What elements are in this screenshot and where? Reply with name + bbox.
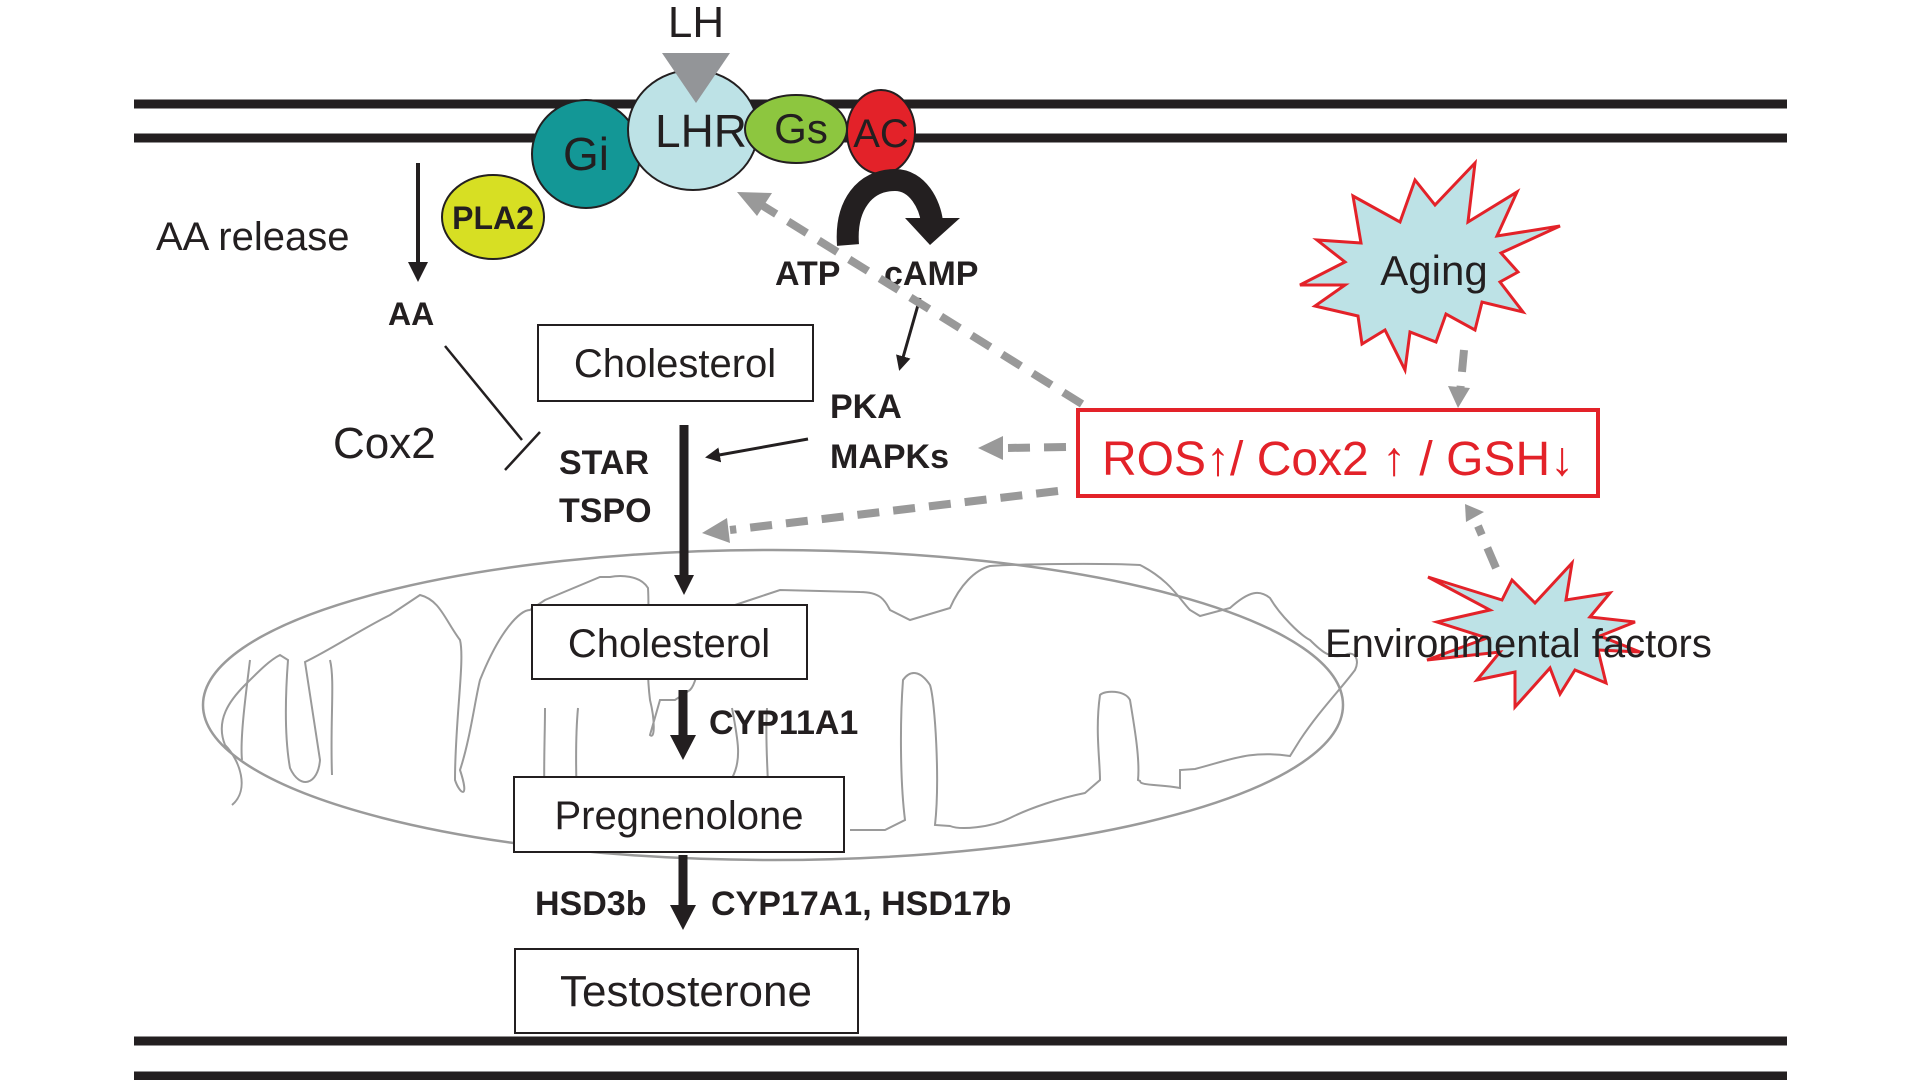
mitochondrion-outer-membrane xyxy=(201,548,1345,862)
camp-to-pka-arrow xyxy=(896,297,922,371)
mapks-label: MAPKs xyxy=(830,438,949,476)
lh-triangle-icon xyxy=(662,53,730,103)
environmental-factors-label: Environmental factors xyxy=(1325,622,1712,666)
arrowhead-icon xyxy=(1448,386,1470,408)
cox2-label: Cox2 xyxy=(333,419,436,468)
plasma-membrane-top xyxy=(134,99,1787,143)
atp-to-camp-curved-arrow xyxy=(836,168,943,246)
aging-to-ros-dashed-arrow xyxy=(1456,349,1468,394)
curved-arrowhead-icon xyxy=(905,218,960,245)
mitochondrion-cristae xyxy=(240,659,769,821)
pla2-label: PLA2 xyxy=(452,200,534,236)
plasma-membrane-bottom xyxy=(134,1036,1787,1080)
arrowhead-icon xyxy=(702,518,730,543)
aa-release-label: AA release xyxy=(156,215,349,259)
aa-label: AA xyxy=(388,296,434,332)
mitochondrion-cristae xyxy=(220,562,1358,831)
ros-box-label: ROS↑/ Cox2 ↑ / GSH↓ xyxy=(1102,433,1574,486)
arrowhead-icon xyxy=(670,735,696,760)
lhr-label: LHR xyxy=(655,105,747,157)
mitochondrion xyxy=(201,548,1358,862)
hsd3b-label: HSD3b xyxy=(535,885,646,923)
arrowhead-icon xyxy=(674,575,694,595)
environmental-starburst-icon xyxy=(1426,558,1641,711)
steroid-chain: Cholesterol STAR TSPO Cholesterol CYP11A… xyxy=(513,324,1011,1034)
atp-label: ATP xyxy=(775,255,840,293)
aging-starburst-icon xyxy=(1299,158,1561,376)
pka-to-star-arrow xyxy=(705,437,809,463)
cyp17a1-hsd17b-label: CYP17A1, HSD17b xyxy=(711,885,1011,923)
environment-to-ros-dashed-arrow xyxy=(1474,524,1500,570)
pka-label: PKA xyxy=(830,388,902,426)
ros-to-lhr-dashed-arrow xyxy=(757,200,1085,408)
gs-label: Gs xyxy=(774,105,828,152)
arrowhead-icon xyxy=(978,436,1003,460)
receptor-complex: PLA2 Gi LHR Gs AC LH xyxy=(441,0,916,260)
pregnenolone-box[interactable] xyxy=(513,776,845,853)
aa-pathway: AA release AA Cox2 xyxy=(156,163,541,471)
arrowhead-icon xyxy=(1465,504,1484,522)
pregnenolone-label: Pregnenolone xyxy=(554,794,803,838)
testosterone-label: Testosterone xyxy=(560,967,812,1016)
cholesterol-cytoplasm-box[interactable] xyxy=(537,324,814,402)
tspo-label: TSPO xyxy=(559,492,652,530)
ros-to-star-dashed-arrow xyxy=(729,487,1059,534)
cholesterol-mito-box[interactable] xyxy=(531,604,808,680)
ros-to-mapks-dashed-arrow xyxy=(1004,443,1067,452)
cholesterol-cytoplasm-label: Cholesterol xyxy=(574,342,776,386)
gi-label: Gi xyxy=(563,128,609,180)
aging-label: Aging xyxy=(1380,247,1487,294)
cholesterol-mito-label: Cholesterol xyxy=(568,622,770,666)
ros-effect-arrows xyxy=(702,192,1500,570)
cox2-inhibition-line xyxy=(444,345,523,441)
lh-ligand-label: LH xyxy=(668,0,724,47)
stress-factors: Aging Environmental factors ROS↑/ Cox2 ↑… xyxy=(1076,158,1712,711)
pla2-protein[interactable] xyxy=(441,174,545,260)
ros-box[interactable] xyxy=(1076,408,1600,498)
cyp11a1-label: CYP11A1 xyxy=(709,704,858,742)
arrowhead-icon xyxy=(670,905,696,930)
ac-label: AC xyxy=(853,112,909,156)
star-label: STAR xyxy=(559,444,649,482)
inhibition-bar-icon xyxy=(504,431,541,471)
testosterone-box[interactable] xyxy=(514,948,859,1034)
arrowhead-icon xyxy=(737,192,772,216)
